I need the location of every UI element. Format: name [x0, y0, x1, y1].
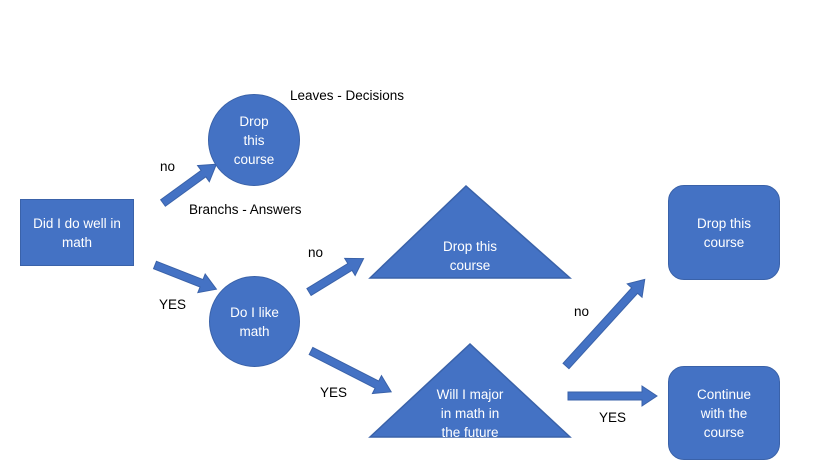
edge-label-yes-3: YES — [599, 410, 627, 425]
triangle-major-in-math — [368, 342, 572, 438]
like-math-circle: Do I like math — [209, 276, 300, 367]
triangle-major-label: Will I major in math in the future — [436, 387, 504, 440]
edge-label-no-2: no — [308, 245, 324, 260]
edge-label-no-1: no — [160, 159, 176, 174]
arrow-like-math-to-major — [308, 346, 393, 395]
arrow-major-to-continue — [567, 385, 658, 407]
arrow-start-to-drop — [159, 163, 218, 207]
drop-course-circle: Drop this course — [208, 94, 300, 186]
edge-label-no-3: no — [574, 304, 590, 319]
start-question-box: Did I do well in math — [20, 199, 134, 266]
edge-label-yes-2: YES — [320, 385, 348, 400]
branches-answers-label: Branchs - Answers — [189, 202, 302, 217]
continue-course-box: Continue with the course — [668, 366, 780, 460]
edge-label-yes-1: YES — [159, 297, 187, 312]
triangle-drop-course-label: Drop this course — [442, 239, 498, 273]
arrow-like-math-to-drop — [306, 257, 365, 297]
arrow-major-to-drop — [562, 278, 646, 370]
drop-course-box: Drop this course — [668, 185, 780, 280]
arrow-start-to-like-math — [152, 260, 218, 294]
triangle-drop-course — [368, 184, 572, 279]
leaves-decisions-label: Leaves - Decisions — [290, 88, 405, 103]
